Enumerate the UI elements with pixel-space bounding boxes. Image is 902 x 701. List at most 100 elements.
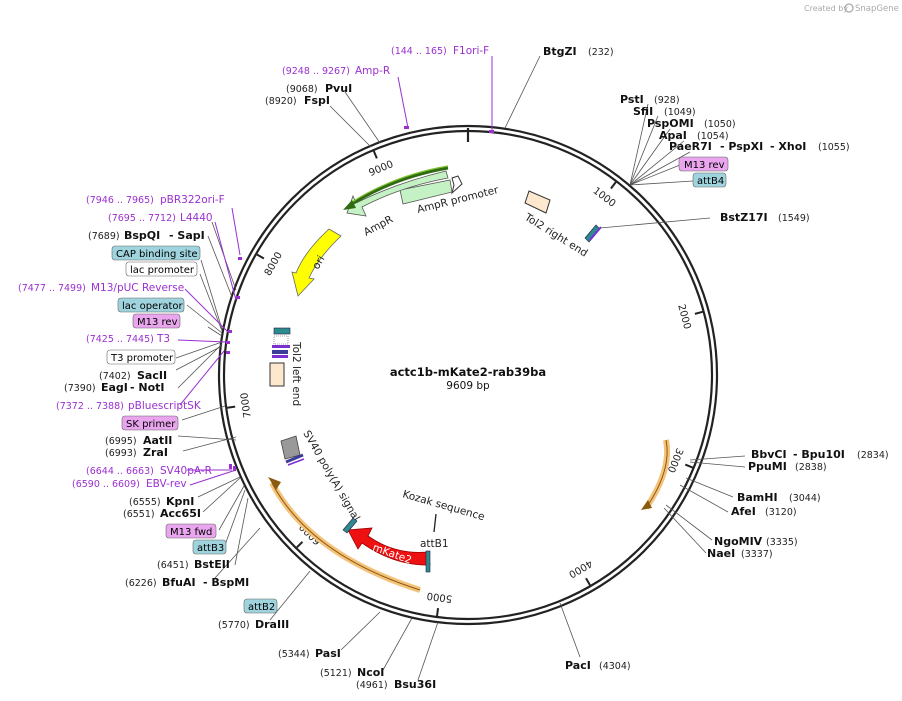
tick-mark-9000 xyxy=(372,150,378,159)
m13-mark xyxy=(272,345,290,348)
svg-text:(1049): (1049) xyxy=(664,107,696,118)
sk-mark xyxy=(272,355,288,358)
enzyme-bstz17i: BstZ17I xyxy=(720,211,768,224)
attb1-label: attB1 xyxy=(420,538,449,550)
t3-mark xyxy=(272,350,288,354)
plasmid-size: 9609 bp xyxy=(446,380,490,392)
enzyme-bfuai: BfuAI xyxy=(162,576,196,589)
snapgene-logo-icon xyxy=(844,3,854,13)
ampr-promoter-box xyxy=(399,179,453,205)
enzyme-bbvci: BbvCI xyxy=(751,448,787,461)
box-t3-promoter xyxy=(106,349,176,365)
attb1-mark xyxy=(425,550,431,573)
enzyme-naei: NaeI xyxy=(707,547,735,560)
created-by-text: Created by xyxy=(804,4,848,13)
enzyme-ppumi: PpuMI xyxy=(748,460,787,473)
ampr-green-arrowhead xyxy=(343,200,356,210)
enzyme-paci: PacI xyxy=(565,659,591,672)
svg-text:(8920): (8920) xyxy=(265,96,297,107)
enzyme-eagi: EagI xyxy=(101,381,128,394)
box-attb3 xyxy=(192,539,227,555)
svg-text:(6551): (6551) xyxy=(123,509,155,520)
svg-text:(7390): (7390) xyxy=(64,383,96,394)
tick-mark-1000 xyxy=(610,181,617,190)
svg-text:(928): (928) xyxy=(654,95,680,106)
svg-text:(1055): (1055) xyxy=(818,142,850,153)
svg-text:M13 rev: M13 rev xyxy=(137,317,178,328)
primer-l4440: L4440 xyxy=(180,212,213,224)
orange-arc-left-line xyxy=(271,482,421,591)
lac-operator-mark xyxy=(273,327,291,335)
tick-mark-4000 xyxy=(585,577,591,586)
svg-text:attB2: attB2 xyxy=(248,602,275,613)
enzyme-sapi: - SapI xyxy=(169,229,205,242)
enzyme-zrai: ZraI xyxy=(143,446,168,459)
ampr-green-arc xyxy=(349,166,449,207)
tick-mark-8000 xyxy=(256,253,265,260)
enzyme-bspqi: BspQI xyxy=(124,229,160,242)
tick-mark-7000 xyxy=(227,405,236,409)
primer-f1ori: F1ori-F xyxy=(453,45,489,57)
primer-pbr322ori-f: pBR322ori-F xyxy=(160,194,225,206)
tol2-right-box xyxy=(524,190,551,214)
tick-label-2000: 2000 xyxy=(675,303,692,330)
box-attb2 xyxy=(243,598,278,614)
primer-leaders xyxy=(177,56,493,486)
enzyme-bsu36i: Bsu36I xyxy=(394,678,436,691)
svg-text:(6226): (6226) xyxy=(125,578,157,589)
tick-label-4000: 4000 xyxy=(566,557,594,579)
tick-mark-3000 xyxy=(684,463,694,469)
svg-text:(6451): (6451) xyxy=(157,560,189,571)
svg-text:(6555): (6555) xyxy=(129,497,161,508)
enzyme-noti: - NotI xyxy=(130,381,165,394)
enzyme-sacii: SacII xyxy=(137,369,167,382)
svg-text:(7372 .. 7388): (7372 .. 7388) xyxy=(56,401,124,412)
backbone-outer xyxy=(217,124,719,626)
svg-text:SK primer: SK primer xyxy=(126,419,176,430)
svg-text:(2838): (2838) xyxy=(795,462,827,473)
enzyme-pvui: PvuI xyxy=(325,82,352,95)
svg-text:lac operator: lac operator xyxy=(122,301,183,312)
enzyme-xhoi: - XhoI xyxy=(770,140,806,153)
orange-arc-right-head xyxy=(641,500,652,510)
kozak-side-mark xyxy=(342,517,358,534)
primer-f1ori-pos: (144 .. 165) xyxy=(391,46,447,57)
box-m13-fwd xyxy=(165,523,217,539)
m13rev-mark xyxy=(589,226,602,241)
svg-text:lac promoter: lac promoter xyxy=(130,265,195,276)
enzyme-pasi: PasI xyxy=(315,647,341,660)
svg-text:(6993): (6993) xyxy=(105,448,137,459)
svg-text:M13 rev: M13 rev xyxy=(684,160,725,171)
enzyme-paer7i: PaeR7I xyxy=(669,140,712,153)
orange-arc-left-head xyxy=(268,477,281,490)
svg-text:(2834): (2834) xyxy=(857,450,889,461)
tol2-left-box xyxy=(269,362,285,387)
svg-text:(5770): (5770) xyxy=(218,620,250,631)
sv40-box xyxy=(280,435,301,460)
enzyme-psti: PstI xyxy=(620,93,644,106)
ori-arrow xyxy=(291,228,342,297)
box-lac-operator xyxy=(117,297,185,313)
box-lac-promoter xyxy=(125,261,198,277)
plasmid-name: actc1b-mKate2-rab39ba xyxy=(390,365,546,379)
svg-text:(4961): (4961) xyxy=(356,680,388,691)
svg-text:(3120): (3120) xyxy=(765,507,797,518)
tick-mark-6000 xyxy=(296,541,304,549)
sv40-mark-2 xyxy=(287,458,305,466)
svg-text:(7402): (7402) xyxy=(99,371,131,382)
svg-text:(3335): (3335) xyxy=(766,537,798,548)
enzyme-bspmi: - BspMI xyxy=(203,576,249,589)
enzyme-bpu10i: - Bpu10I xyxy=(793,448,845,461)
tol2-left-label: Tol2 left end xyxy=(290,341,302,406)
svg-text:(6644 .. 6663): (6644 .. 6663) xyxy=(86,466,154,477)
attb4-mark xyxy=(584,224,601,243)
brand-text: SnapGene xyxy=(855,4,899,14)
enzyme-apai: ApaI xyxy=(659,129,687,142)
box-m13-rev-right xyxy=(678,156,729,172)
enzyme-bamhi: BamHI xyxy=(737,491,778,504)
box-cap-binding-site xyxy=(111,245,201,261)
svg-text:attB3: attB3 xyxy=(197,543,224,554)
ampr-green-arc-edge xyxy=(351,165,449,203)
primer-t3: T3 xyxy=(156,333,170,345)
primer-ampr-pos: (9248 .. 9267) xyxy=(282,66,350,77)
